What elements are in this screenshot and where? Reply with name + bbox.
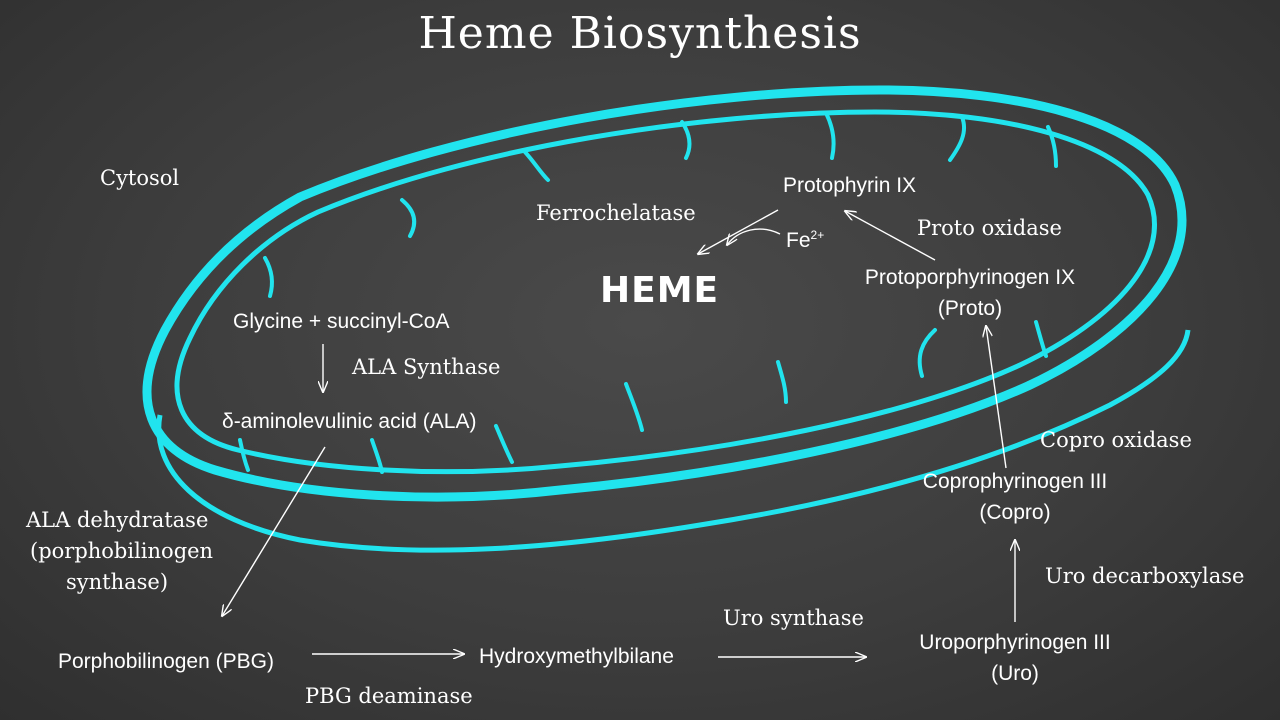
iron-ion-label: Fe2+ [786,228,824,253]
ala-dehydratase-line-3: synthase) [66,570,169,594]
pbg-label: Porphobilinogen (PBG) [58,650,274,673]
arrow-ala-to-pbg [222,446,326,616]
uro-decarboxylase-label: Uro decarboxylase [1045,564,1245,588]
protoporphyrinogen-node: Protoporphyrinogen IX (Proto) [865,262,1075,324]
ala-dehydratase-line-2: (porphobilinogen [30,539,214,563]
protoporphyrinogen-label: Protoporphyrinogen IX [864,266,1076,289]
arrow-fe-curve [727,228,781,245]
pbg-deaminase-label: PBG deaminase [305,684,473,708]
coprophyrinogen-label: Coprophyrinogen III [922,470,1108,493]
crista [370,438,384,474]
outer-membrane [142,85,1187,502]
crista [917,328,937,378]
crista [523,150,550,182]
iron-charge: 2+ [810,228,825,242]
proto-abbr-label: (Proto) [937,297,1003,320]
mitochondrion [142,85,1191,553]
inner-membrane [174,109,1157,475]
crista [400,198,417,238]
crista [263,256,275,298]
arrow-proto-to-protophyrin [845,211,936,261]
diagram-title: Heme Biosynthesis [418,8,862,59]
glycine-succinyl-coa-label: Glycine + succinyl-CoA [233,310,450,333]
ferrochelatase-label: Ferrochelatase [536,201,696,225]
copro-oxidase-label: Copro oxidase [1040,428,1192,452]
uroporphyrinogen-label: Uroporphyrinogen III [919,631,1111,654]
ala-synthase-label: ALA Synthase [352,355,501,379]
crista [776,360,788,404]
crista [680,120,692,160]
ala-dehydratase-line-1: ALA dehydratase [26,508,209,532]
ala-dehydratase-label: ALA dehydratase (porphobilinogen synthas… [26,505,213,598]
coprophyrinogen-node: Coprophyrinogen III (Copro) [923,466,1107,528]
heme-label: HEME [600,270,720,311]
hydroxymethylbilane-label: Hydroxymethylbilane [479,645,674,668]
copro-abbr-label: (Copro) [979,501,1051,524]
arrow-copro-to-proto [986,326,1007,469]
crista [948,115,967,162]
crista [238,438,250,472]
arrow-protophyrin-to-heme [698,209,779,254]
protophyrin-label: Protophyrin IX [783,174,917,197]
proto-oxidase-label: Proto oxidase [917,216,1062,240]
crista [624,382,644,432]
ala-label: δ-aminolevulinic acid (ALA) [222,410,477,433]
crista [824,111,836,160]
crista [1034,320,1048,358]
cristae [238,111,1058,474]
crista [494,424,514,464]
crista [1046,125,1058,168]
uro-synthase-label: Uro synthase [723,606,864,630]
uro-abbr-label: (Uro) [991,662,1039,685]
cytosol-label: Cytosol [100,166,180,190]
outer-membrane-rim [156,329,1191,553]
uroporphyrinogen-node: Uroporphyrinogen III (Uro) [919,627,1110,689]
iron-symbol: Fe [786,229,811,252]
reaction-arrows [222,209,1015,657]
